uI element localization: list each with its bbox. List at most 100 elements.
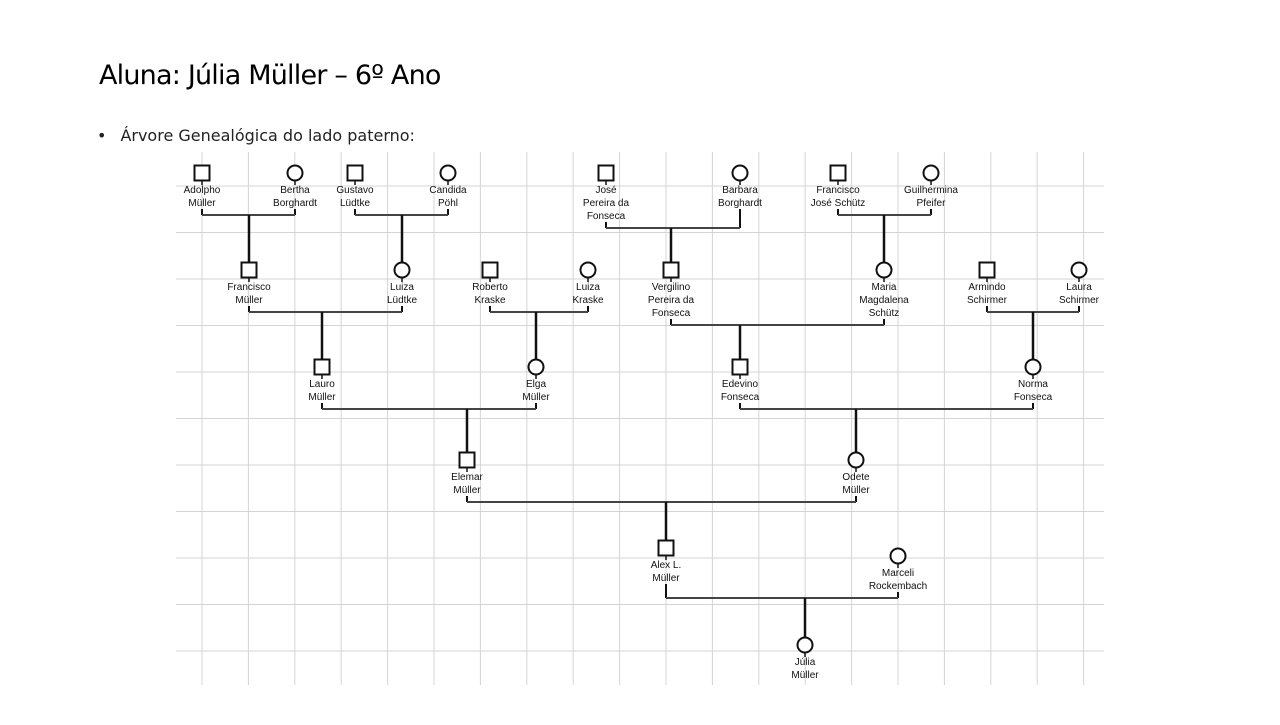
- person-name-line: Barbara: [722, 185, 758, 196]
- male-square-icon: [597, 164, 615, 182]
- person-name-line: Pöhl: [437, 198, 458, 209]
- female-circle-icon: [527, 358, 545, 376]
- person-name-line: Pereira da: [582, 198, 630, 209]
- person-name-line: José Schütz: [810, 198, 866, 209]
- person-name-line: Fonseca: [1013, 392, 1053, 403]
- female-circle-icon: [286, 164, 304, 182]
- female-circle-icon: [731, 164, 749, 182]
- person-name-line: Francisco: [816, 185, 860, 196]
- male-square-icon: [829, 164, 847, 182]
- person-name-line: Norma: [1017, 379, 1048, 390]
- person-name-line: Edevino: [721, 379, 759, 390]
- male-square-icon: [481, 261, 499, 279]
- slide-title: Aluna: Júlia Müller – 6º Ano: [99, 60, 441, 91]
- person-name-line: Rockembach: [868, 581, 928, 592]
- female-circle-icon: [1070, 261, 1088, 279]
- female-circle-icon: [889, 547, 907, 565]
- person-name-line: Guilhermina: [904, 185, 958, 196]
- person-name-line: Lauro: [309, 379, 335, 390]
- person-label: Alex L. Müller: [611, 559, 721, 585]
- female-circle-icon: [847, 451, 865, 469]
- person-name-line: Schirmer: [966, 295, 1007, 306]
- person-name-line: Kraske: [572, 295, 604, 306]
- female-circle-icon: [875, 261, 893, 279]
- female-circle-icon: [393, 261, 411, 279]
- person-name-line: Müller: [791, 670, 819, 681]
- male-square-icon: [240, 261, 258, 279]
- person-name-line: Luiza: [390, 282, 414, 293]
- person-name-line: Elemar: [451, 472, 483, 483]
- person-name-line: Fonseca: [720, 392, 760, 403]
- person-name-line: Müller: [308, 392, 336, 403]
- person-name-line: Müller: [652, 573, 680, 584]
- person-name-line: Elga: [525, 379, 546, 390]
- person-name-line: Borghardt: [273, 198, 317, 209]
- person-name-line: José: [595, 185, 617, 196]
- bullet-text: Árvore Genealógica do lado paterno:: [120, 126, 415, 145]
- person-name-line: Vergilino: [651, 282, 691, 293]
- person-name-line: Armindo: [968, 282, 1006, 293]
- male-square-icon: [193, 164, 211, 182]
- bullet-icon: •: [97, 126, 107, 145]
- person-name-line: Fonseca: [651, 308, 691, 319]
- person-name-line: Marceli: [881, 568, 915, 579]
- person-name-line: Júlia: [794, 657, 816, 668]
- person-name-line: Roberto: [472, 282, 508, 293]
- person-name-line: Lüdtke: [339, 198, 371, 209]
- male-square-icon: [657, 539, 675, 557]
- bullet-item: • Árvore Genealógica do lado paterno:: [97, 126, 415, 145]
- person-name-line: Candida: [429, 185, 467, 196]
- person-name-line: Borghardt: [718, 198, 762, 209]
- person-name-line: Schütz: [868, 308, 900, 319]
- person-name-line: Bertha: [280, 185, 310, 196]
- person-name-line: Luiza: [576, 282, 600, 293]
- person-name-line: Schirmer: [1058, 295, 1099, 306]
- person-name-line: Francisco: [227, 282, 271, 293]
- male-square-icon: [346, 164, 364, 182]
- female-circle-icon: [439, 164, 457, 182]
- person-name-line: Müller: [522, 392, 550, 403]
- person-name-line: Müller: [453, 485, 481, 496]
- person-name-line: Adolpho: [183, 185, 221, 196]
- male-square-icon: [458, 451, 476, 469]
- person-name-line: Müller: [188, 198, 216, 209]
- male-square-icon: [731, 358, 749, 376]
- person-name-line: Fonseca: [586, 211, 626, 222]
- person-name-line: Pereira da: [647, 295, 695, 306]
- male-square-icon: [662, 261, 680, 279]
- person-name-line: Müller: [235, 295, 263, 306]
- female-circle-icon: [579, 261, 597, 279]
- male-square-icon: [978, 261, 996, 279]
- person-name-line: Laura: [1066, 282, 1092, 293]
- person-name-line: Odete: [842, 472, 870, 483]
- person-name-line: Gustavo: [336, 185, 374, 196]
- male-square-icon: [313, 358, 331, 376]
- person-name-line: Alex L.: [650, 560, 682, 571]
- person-name-line: Maria: [871, 282, 897, 293]
